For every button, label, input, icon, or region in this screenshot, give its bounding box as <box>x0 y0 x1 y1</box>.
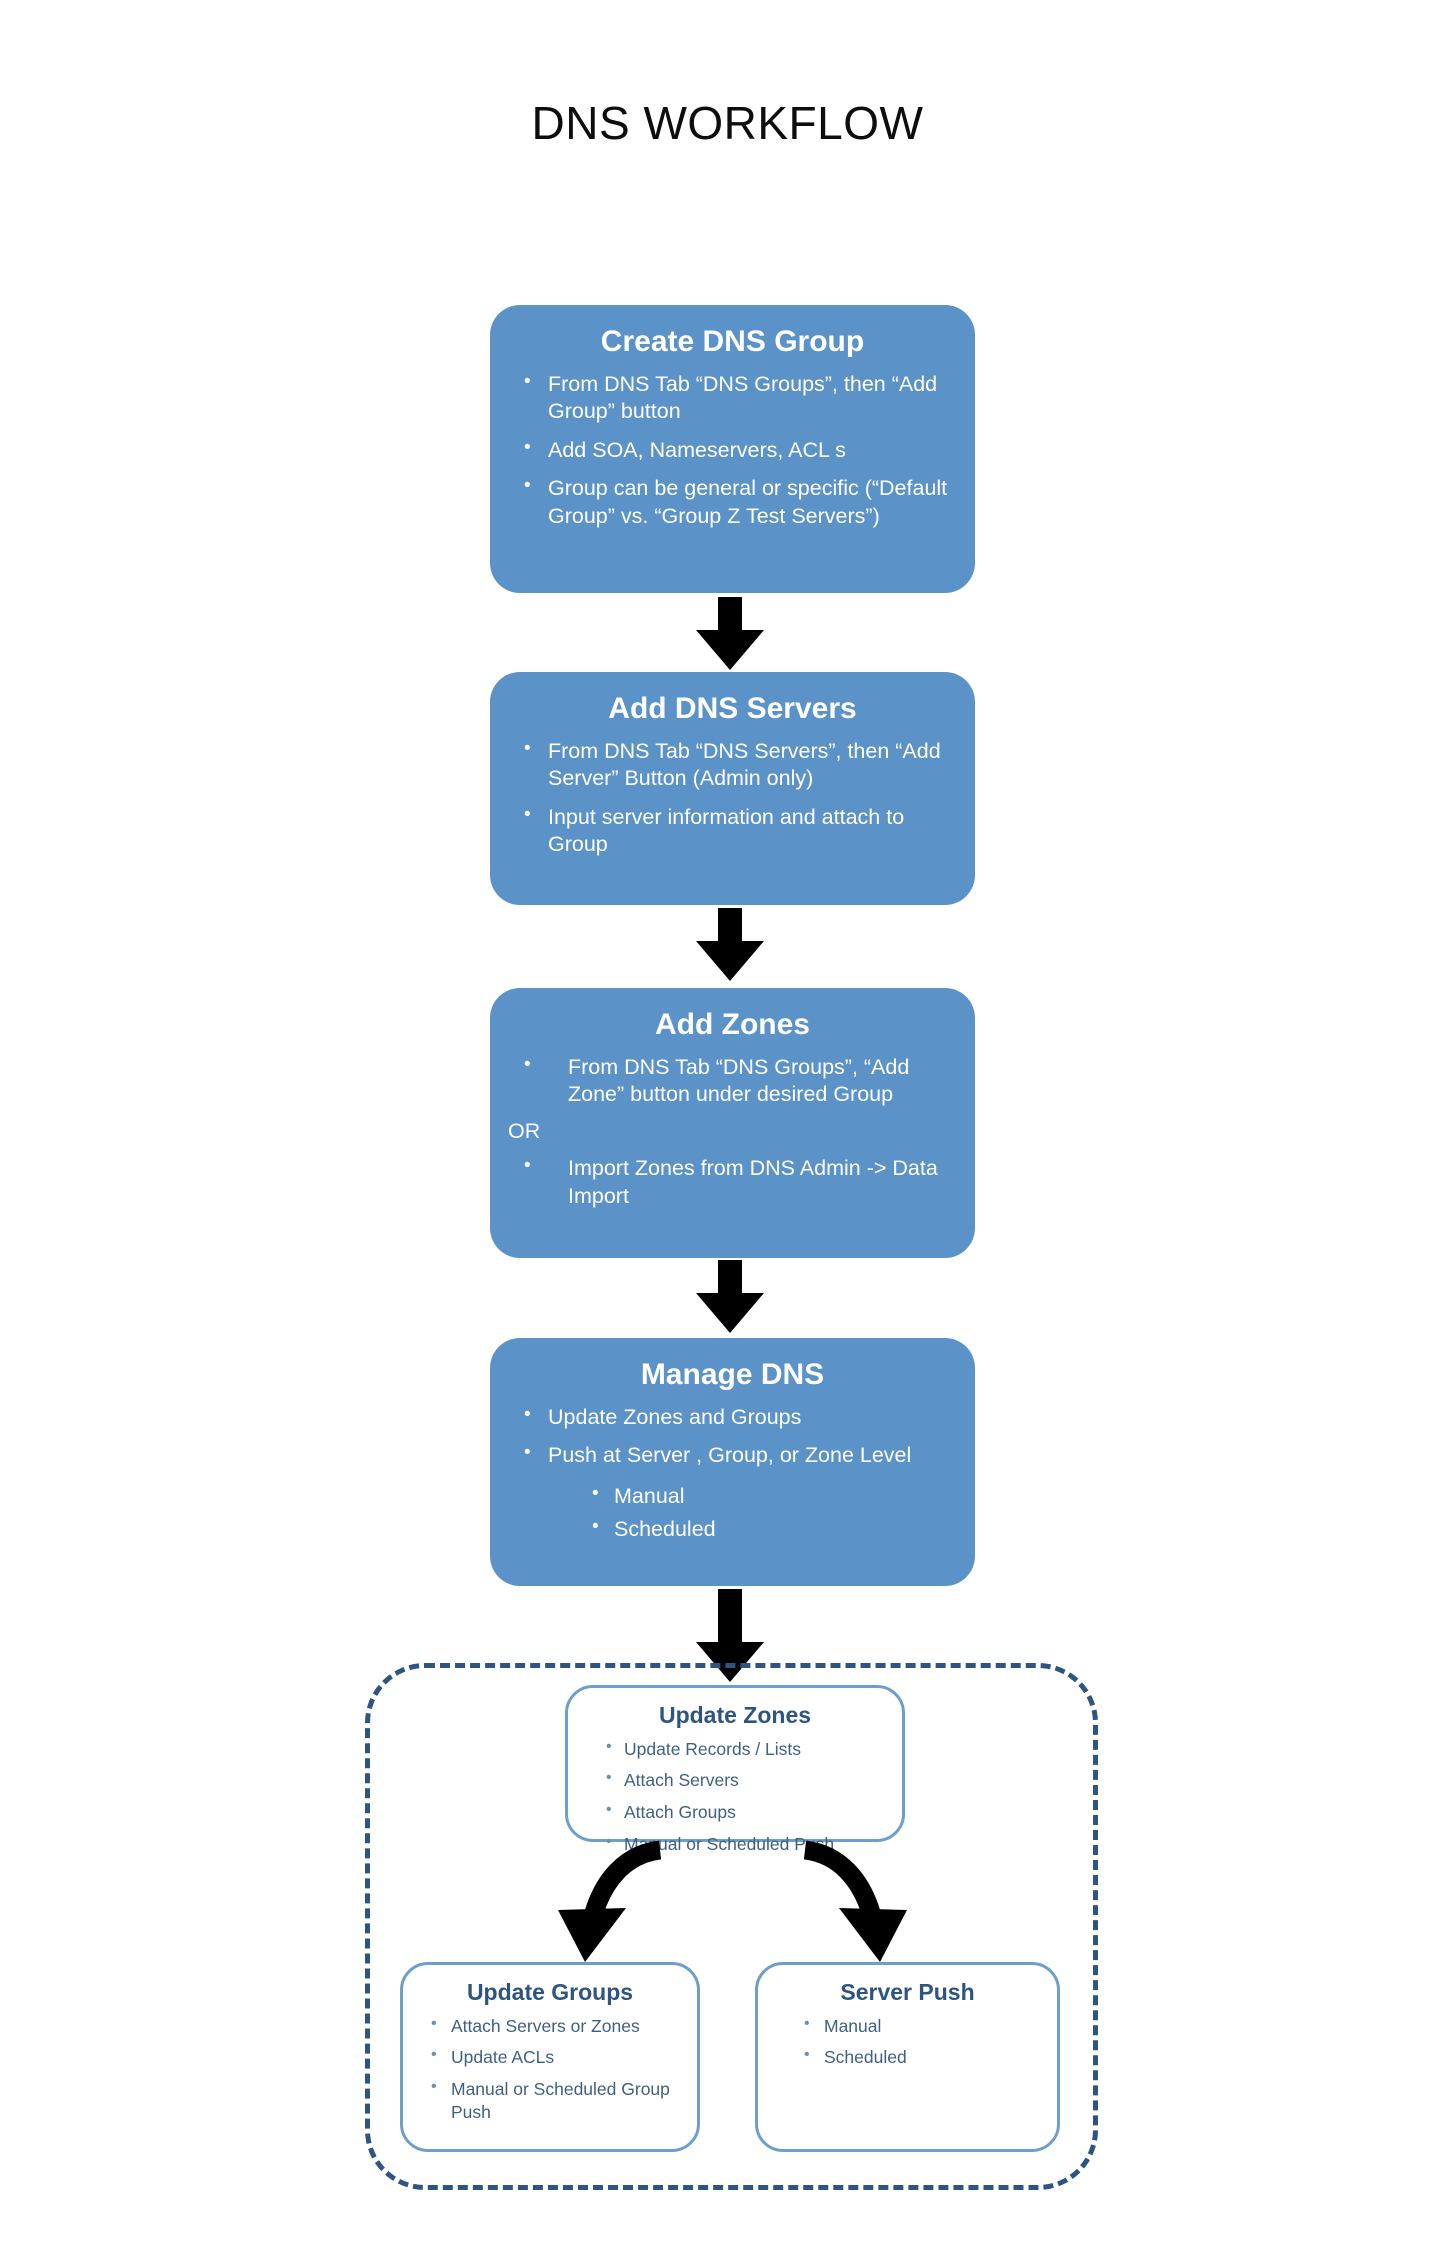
bullet-item: Push at Server , Group, or Zone Level <box>518 1441 951 1470</box>
arrow-down-2 <box>696 908 764 981</box>
page-title: DNS WORKFLOW <box>531 97 924 149</box>
bullet-item: Attach Servers <box>578 1768 892 1792</box>
step-box-add-dns-servers[interactable]: Add DNS Servers From DNS Tab “DNS Server… <box>490 672 975 905</box>
sub-bullet-item: Manual <box>504 1480 961 1512</box>
step-box-manage-dns[interactable]: Manage DNS Update Zones and Groups Push … <box>490 1338 975 1586</box>
bullet-item: From DNS Tab “DNS Groups”, then “Add Gro… <box>518 369 951 426</box>
sub-box-update-groups[interactable]: Update Groups Attach Servers or Zones Up… <box>400 1962 700 2152</box>
step-title-create-dns-group: Create DNS Group <box>600 325 865 358</box>
step-title-add-dns-servers: Add DNS Servers <box>608 692 857 725</box>
sub-box-update-zones[interactable]: Update Zones Update Records / Lists Atta… <box>565 1685 905 1854</box>
bullet-item: Manual or Scheduled Push <box>578 1832 892 1856</box>
bullet-item: Update ACLs <box>413 2045 687 2069</box>
bullet-item: Update Zones and Groups <box>518 1403 951 1432</box>
step-bullets-add-dns-servers: From DNS Tab “DNS Servers”, then “Add Se… <box>504 736 961 859</box>
sub-bullets-update-zones: Update Records / Lists Attach Servers At… <box>578 1737 892 1856</box>
bullet-item: Scheduled <box>768 2045 1047 2069</box>
curved-arrow-to-update-groups <box>558 1840 662 1962</box>
step-subbullets-manage-dns: Manual Scheduled <box>504 1480 961 1545</box>
step-box-create-dns-group[interactable]: Create DNS Group From DNS Tab “DNS Group… <box>490 305 975 593</box>
bullet-item: From DNS Tab “DNS Servers”, then “Add Se… <box>518 736 951 793</box>
sub-bullet-item: Scheduled <box>504 1513 961 1545</box>
sub-title-server-push: Server Push <box>840 1979 975 2005</box>
step-bullets-create-dns-group: From DNS Tab “DNS Groups”, then “Add Gro… <box>504 369 961 531</box>
or-separator: OR <box>508 1118 541 1143</box>
step-box-add-zones[interactable]: Add Zones From DNS Tab “DNS Groups”, “Ad… <box>490 988 975 1258</box>
bullet-item: From DNS Tab “DNS Groups”, “Add Zone” bu… <box>518 1052 951 1109</box>
step-title-add-zones: Add Zones <box>655 1008 810 1041</box>
bullet-item: Add SOA, Nameservers, ACL s <box>518 436 951 465</box>
bullet-item: Group can be general or specific (“Defau… <box>518 474 951 530</box>
sub-box-server-push[interactable]: Server Push Manual Scheduled <box>755 1962 1060 2152</box>
sub-bullets-server-push: Manual Scheduled <box>768 2014 1047 2070</box>
sub-title-update-groups: Update Groups <box>466 1979 634 2005</box>
curved-arrow-to-server-push <box>803 1840 907 1962</box>
step-bullets-add-zones-second: Import Zones from DNS Admin -> Data Impo… <box>504 1154 961 1210</box>
bullet-item: Update Records / Lists <box>578 1737 892 1761</box>
sub-title-update-zones: Update Zones <box>658 1702 812 1728</box>
arrow-down-4 <box>696 1589 764 1682</box>
dashed-group-container <box>365 1663 1098 2190</box>
bullet-item: Attach Servers or Zones <box>413 2014 687 2038</box>
step-bullets-manage-dns: Update Zones and Groups Push at Server ,… <box>504 1403 961 1470</box>
step-title-manage-dns: Manage DNS <box>640 1358 825 1391</box>
arrow-down-1 <box>696 597 764 670</box>
step-bullets-add-zones-first: From DNS Tab “DNS Groups”, “Add Zone” bu… <box>504 1052 961 1109</box>
arrow-down-3 <box>696 1260 764 1333</box>
bullet-item: Import Zones from DNS Admin -> Data Impo… <box>518 1154 951 1210</box>
bullet-item: Manual or Scheduled Group Push <box>413 2077 687 2124</box>
bullet-item: Attach Groups <box>578 1800 892 1824</box>
bullet-item: Input server information and attach to G… <box>518 803 951 859</box>
bullet-item: Manual <box>768 2014 1047 2038</box>
sub-bullets-update-groups: Attach Servers or Zones Update ACLs Manu… <box>413 2014 687 2124</box>
